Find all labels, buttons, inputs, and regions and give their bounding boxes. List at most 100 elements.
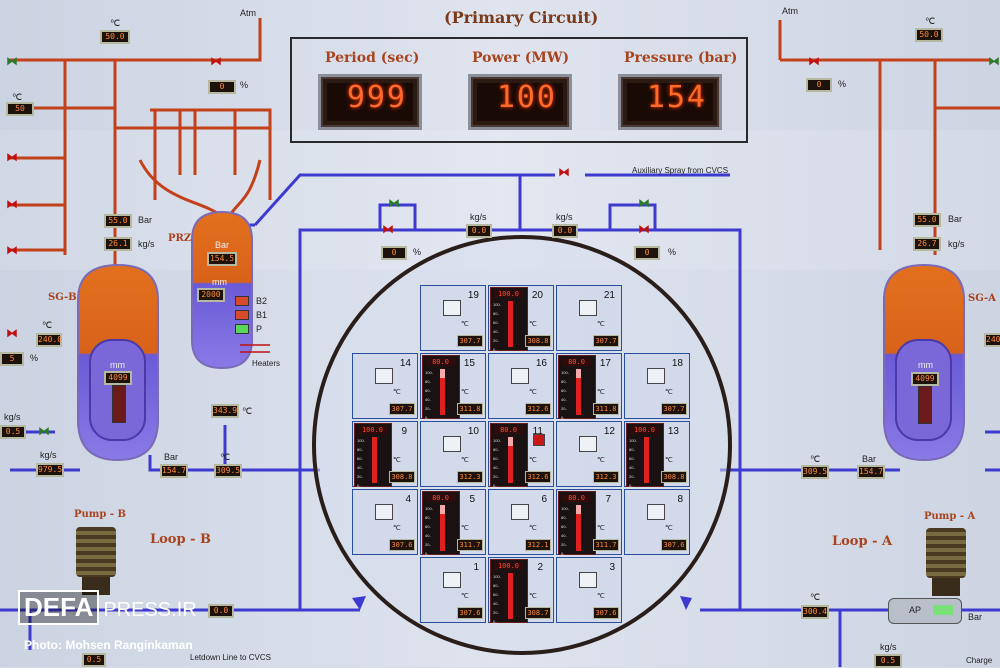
rod-scale-tick: 60- xyxy=(357,456,363,461)
cell-number: 2 xyxy=(537,562,543,573)
rod-bar-fill xyxy=(576,378,581,415)
cell-indicator xyxy=(375,504,393,520)
loop-a-label: Loop - A xyxy=(832,534,893,549)
degc-label: ℃ xyxy=(393,457,401,464)
cell-indicator xyxy=(511,504,529,520)
cell-temperature: 308.8 xyxy=(389,471,415,483)
cell-temperature: 308.8 xyxy=(661,471,687,483)
spray-kgs-right: 0.0 xyxy=(552,224,578,238)
sgb-level-bar xyxy=(112,385,126,423)
prz-temp-readout: 343.9 xyxy=(211,404,239,418)
aux-spray-valve[interactable]: ⧓ xyxy=(558,165,570,179)
ap-label: AP xyxy=(909,605,922,615)
rod-position-readout: 100.0 xyxy=(630,426,659,434)
cell-number: 13 xyxy=(667,426,679,437)
rod-scale-tick: 60- xyxy=(425,388,431,393)
spray-valve-left-green[interactable]: ⧓ xyxy=(388,196,400,210)
rod-scale: 100-80-60-40-20-0- xyxy=(493,300,501,354)
spray-valve-right[interactable]: ⧓ xyxy=(638,222,650,236)
rod-scale-tick: 40- xyxy=(561,533,567,538)
cell-indicator xyxy=(579,572,597,588)
valve-icon[interactable]: ⧓ xyxy=(808,54,820,68)
valve-icon[interactable]: ⧓ xyxy=(6,54,18,68)
degc-label: ℃ xyxy=(665,525,673,532)
pump-a-label: Pump - A xyxy=(924,511,976,522)
pressure-label: Pressure (bar) xyxy=(624,50,738,66)
degc-label: ℃ xyxy=(461,525,469,532)
pct-label: % xyxy=(30,353,39,363)
sga-mm-readout: 4099 xyxy=(911,372,939,386)
valve-icon[interactable]: ⧓ xyxy=(38,424,50,438)
valve-icon[interactable]: ⧓ xyxy=(6,197,18,211)
degc-label: ℃ xyxy=(529,389,537,396)
pump-a[interactable] xyxy=(922,528,970,598)
cell-temperature: 307.7 xyxy=(661,403,687,415)
pump-b[interactable] xyxy=(72,527,120,597)
rod-scale-tick: 0- xyxy=(561,415,565,420)
prz-heater-b2[interactable] xyxy=(235,296,249,306)
cell-indicator xyxy=(375,368,393,384)
valve-icon[interactable]: ⧓ xyxy=(6,150,18,164)
left-kgs3: 979.5 xyxy=(36,463,64,477)
valve-icon[interactable]: ⧓ xyxy=(988,54,1000,68)
rod-bar-fill xyxy=(508,301,513,347)
rod-position-readout: 100.0 xyxy=(494,290,523,298)
b2-label: B2 xyxy=(256,296,268,306)
rod-scale-tick: 100- xyxy=(561,506,570,511)
sgb-mm-readout: 4099 xyxy=(104,371,132,385)
rod-scale-tick: 20- xyxy=(357,474,363,479)
rod-position-readout: 80.0 xyxy=(494,426,523,434)
pct-label: % xyxy=(413,247,422,257)
rod-scale-tick: 20- xyxy=(493,474,499,479)
valve-icon[interactable]: ⧓ xyxy=(210,54,222,68)
valve-icon[interactable]: ⧓ xyxy=(6,243,18,257)
loop-a-bar: 154.7 xyxy=(857,465,885,479)
rod-scale-tick: 80- xyxy=(493,583,499,588)
valve-icon[interactable]: ⧓ xyxy=(6,326,18,340)
rod-scale-tick: 40- xyxy=(561,397,567,402)
kgs-label: kg/s xyxy=(470,212,487,222)
rod-scale-tick: 40- xyxy=(629,465,635,470)
spray-valve-right-green[interactable]: ⧓ xyxy=(638,196,650,210)
degc-label: ℃ xyxy=(12,92,23,102)
spray-valve-left[interactable]: ⧓ xyxy=(382,222,394,236)
degc-label: ℃ xyxy=(461,593,469,600)
prz-heater-p[interactable] xyxy=(235,324,249,334)
sg-a-label: SG-A xyxy=(968,293,996,304)
alarm-indicator xyxy=(533,434,545,446)
period-display: 999 xyxy=(318,74,422,130)
rod-scale-tick: 0- xyxy=(493,619,497,624)
rod-scale-tick: 0- xyxy=(425,415,429,420)
sga-mm-label: mm xyxy=(918,360,933,370)
rod-bar-fill xyxy=(372,437,377,483)
prz-heater-b1[interactable] xyxy=(235,310,249,320)
cell-temperature: 307.6 xyxy=(457,607,483,619)
cell-number: 6 xyxy=(541,494,547,505)
degc-label: ℃ xyxy=(597,457,605,464)
cell-temperature: 308.8 xyxy=(525,335,551,347)
